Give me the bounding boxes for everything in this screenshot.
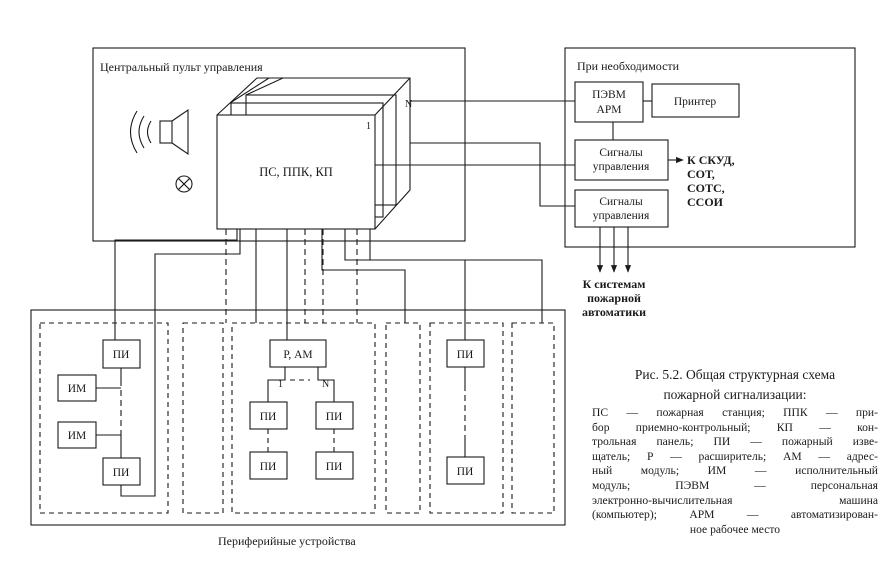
branch-label-n: N (322, 379, 329, 390)
external-systems-line2: СОТ, (687, 167, 715, 181)
optional-panel-title: При необходимости (577, 59, 680, 73)
pi-label-5-top: ПИ (457, 349, 474, 361)
caption-body-line-6: модуль; ПЭВМ — персональная (592, 478, 878, 492)
external-systems-line1: К СКУД, (687, 153, 735, 167)
caption-body-line-3: трольная панель; ПИ — пожарный изве- (592, 435, 878, 449)
pevm-arm-box (574, 81, 644, 123)
group-frame-4 (385, 322, 421, 514)
pi-label-3b-top: ПИ (326, 411, 343, 423)
im-label-2: ИМ (68, 430, 87, 442)
branch-label-1: 1 (278, 379, 283, 390)
expander-box (269, 339, 327, 368)
signals-2-line1: Сигналы (599, 196, 643, 208)
pi-label-1-bottom: ПИ (113, 467, 130, 479)
pi-label-5-bottom: ПИ (457, 466, 474, 478)
fire-automation-line2: пожарной (587, 291, 641, 305)
pevm-label: ПЭВМ (592, 89, 626, 101)
station-label: ПС, ППК, КП (259, 165, 333, 179)
group-frame-1 (39, 322, 169, 514)
caption-body-line-7: электронно-вычислительная машина (592, 493, 878, 507)
figure-caption: Рис. 5.2. Общая структурная схема пожарн… (592, 366, 878, 537)
caption-title-line-2: пожарной сигнализации: (663, 387, 807, 402)
caption-body-line-5: ный модуль; ИМ — исполнительный (592, 464, 878, 478)
lamp-indicator-icon (175, 175, 193, 193)
caption-body-line-2: бор приемно-контрольный; КП — кон- (592, 420, 878, 434)
peripheral-frame (30, 309, 566, 526)
group-frame-5 (429, 322, 504, 514)
expander-label: Р, АМ (283, 349, 312, 361)
signals-1-line2: управления (593, 161, 650, 173)
group-frame-3 (231, 322, 376, 514)
caption-title-line-1: Рис. 5.2. Общая структурная схема (634, 367, 836, 382)
group-frame-2 (182, 322, 224, 514)
central-panel-frame (92, 47, 466, 242)
caption-body-line-4: щатель; Р — расширитель; АМ — адрес- (592, 449, 878, 463)
fire-automation-line1: К системам (583, 277, 646, 291)
peripheral-title: Периферийные устройства (218, 534, 356, 548)
im-label-1: ИМ (68, 383, 87, 395)
caption-body-line-9: ное рабочее место (689, 522, 781, 536)
pi-label-1-top: ПИ (113, 349, 130, 361)
signals-box-1 (574, 139, 669, 181)
stack-label-n: N (405, 99, 412, 110)
external-systems-line4: ССОИ (687, 195, 724, 209)
signals-2-line2: управления (593, 210, 650, 222)
central-panel-title: Центральный пульт управления (100, 60, 263, 74)
group-frame-6 (511, 322, 555, 514)
pi-label-3b-bottom: ПИ (326, 461, 343, 473)
external-systems-line3: СОТС, (687, 181, 725, 195)
stack-label-1: 1 (366, 121, 371, 132)
pi-label-3a-bottom: ПИ (260, 461, 277, 473)
siren-speaker-icon (129, 108, 189, 156)
optional-panel-frame (564, 47, 856, 248)
arm-label: АРМ (597, 104, 622, 116)
caption-body-line-1: ПС — пожарная станция; ППК — при- (592, 406, 878, 419)
printer-label: Принтер (674, 96, 716, 108)
signals-1-line1: Сигналы (599, 147, 643, 159)
pi-label-3a-top: ПИ (260, 411, 277, 423)
signals-box-2 (574, 189, 669, 228)
station-stack-block (216, 77, 411, 230)
caption-body-line-8: (компьютер); АРМ — автоматизирован- (592, 508, 878, 522)
fire-automation-line3: автоматики (582, 305, 646, 319)
